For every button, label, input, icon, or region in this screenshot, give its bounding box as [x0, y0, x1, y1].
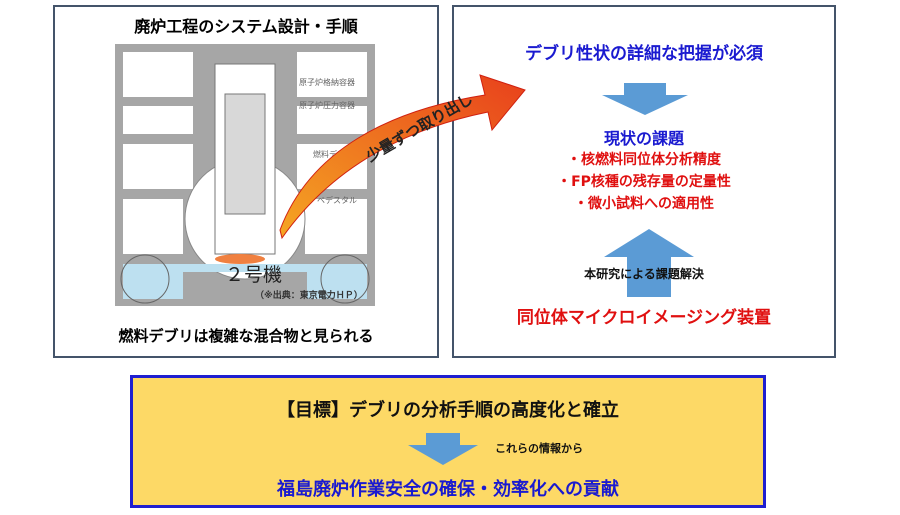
down-arrow-icon — [408, 433, 478, 465]
label-pedestal: ペデスタル — [317, 196, 357, 205]
label-fuel-debris: 燃料デブリ — [313, 150, 353, 159]
source-note: （※出典：東京電力ＨＰ） — [255, 291, 363, 301]
goal-arrow-label: これらの情報から — [495, 442, 583, 455]
right-heading: デブリ性状の詳細な把握が必須 — [525, 44, 763, 64]
issue-item: ・FP核種の残存量の定量性 — [557, 174, 731, 190]
issue-item: ・微小試料への適用性 — [574, 196, 714, 212]
up-arrow-icon — [604, 229, 694, 297]
label-containment-vessel: 原子炉格納容器 — [299, 78, 355, 87]
device-name: 同位体マイクロイメージング装置 — [516, 308, 772, 328]
left-panel-title: 廃炉工程のシステム設計・手順 — [134, 17, 358, 36]
left-panel: 廃炉工程のシステム設計・手順 原子炉格納容器 原子炉圧力容器 燃料デブリ ペデス… — [53, 5, 439, 358]
unit-label: ２号機 — [225, 264, 283, 286]
right-panel: デブリ性状の詳細な把握が必須 現状の課題 ・核燃料同位体分析精度 ・FP核種の残… — [452, 5, 836, 358]
down-arrow-icon — [602, 83, 688, 115]
issues-title: 現状の課題 — [603, 129, 684, 148]
label-pressure-vessel: 原子炉圧力容器 — [299, 101, 355, 110]
issue-item: ・核燃料同位体分析精度 — [567, 152, 721, 168]
goal-text: 【目標】デブリの分析手順の高度化と確立 — [277, 400, 619, 421]
extraction-arrow — [279, 74, 526, 240]
goal-panel: 【目標】デブリの分析手順の高度化と確立 これらの情報から 福島廃炉作業安全の確保… — [130, 375, 766, 508]
outcome-text: 福島廃炉作業安全の確保・効率化への貢献 — [277, 479, 619, 500]
left-panel-caption: 燃料デブリは複雑な混合物と見られる — [118, 327, 374, 345]
solution-label: 本研究による課題解決 — [584, 267, 704, 281]
